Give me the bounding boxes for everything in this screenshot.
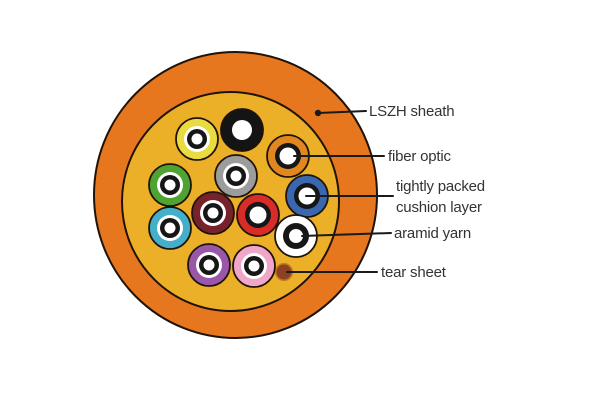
sheath-leader-line-start-dot (314, 109, 322, 117)
fiber-purple-core (203, 259, 215, 271)
label-fiber-optic: fiber optic (388, 148, 451, 165)
label-tear-sheet: tear sheet (381, 264, 446, 281)
fiber-maroon (191, 191, 235, 235)
fiber-green-core (164, 179, 176, 191)
fiber-yellow-core (191, 133, 203, 145)
fiber-cyan-core (164, 222, 176, 234)
label-cushion-line2: cushion layer (396, 198, 482, 216)
label-cushion-line1: tightly packed (396, 178, 485, 195)
aramid-leader-line (301, 232, 392, 237)
fiber-yellow (175, 117, 219, 161)
fiber-orange-core (279, 147, 297, 165)
fiber-pink (232, 244, 276, 288)
label-lszh-sheath: LSZH sheath (369, 103, 455, 120)
fiber-white-core (289, 229, 303, 243)
fiber-red (236, 193, 280, 237)
fiber-maroon-core (207, 207, 219, 219)
fiber-red-core (249, 206, 267, 224)
label-aramid-yarn: aramid yarn (394, 225, 471, 242)
fiber-black (220, 108, 264, 152)
label-cushion-layer: tightly packed cushion layer (396, 177, 485, 218)
sheath-leader-line (317, 110, 367, 114)
tear-sheet-dot (276, 264, 292, 280)
fiber-cyan (148, 206, 192, 250)
fiber-pink-core (248, 260, 260, 272)
fiber-black-core (232, 120, 252, 140)
fiber-purple (187, 243, 231, 287)
fiber-gray-core (230, 170, 242, 182)
fiber-gray (214, 154, 258, 198)
fiber-green (148, 163, 192, 207)
